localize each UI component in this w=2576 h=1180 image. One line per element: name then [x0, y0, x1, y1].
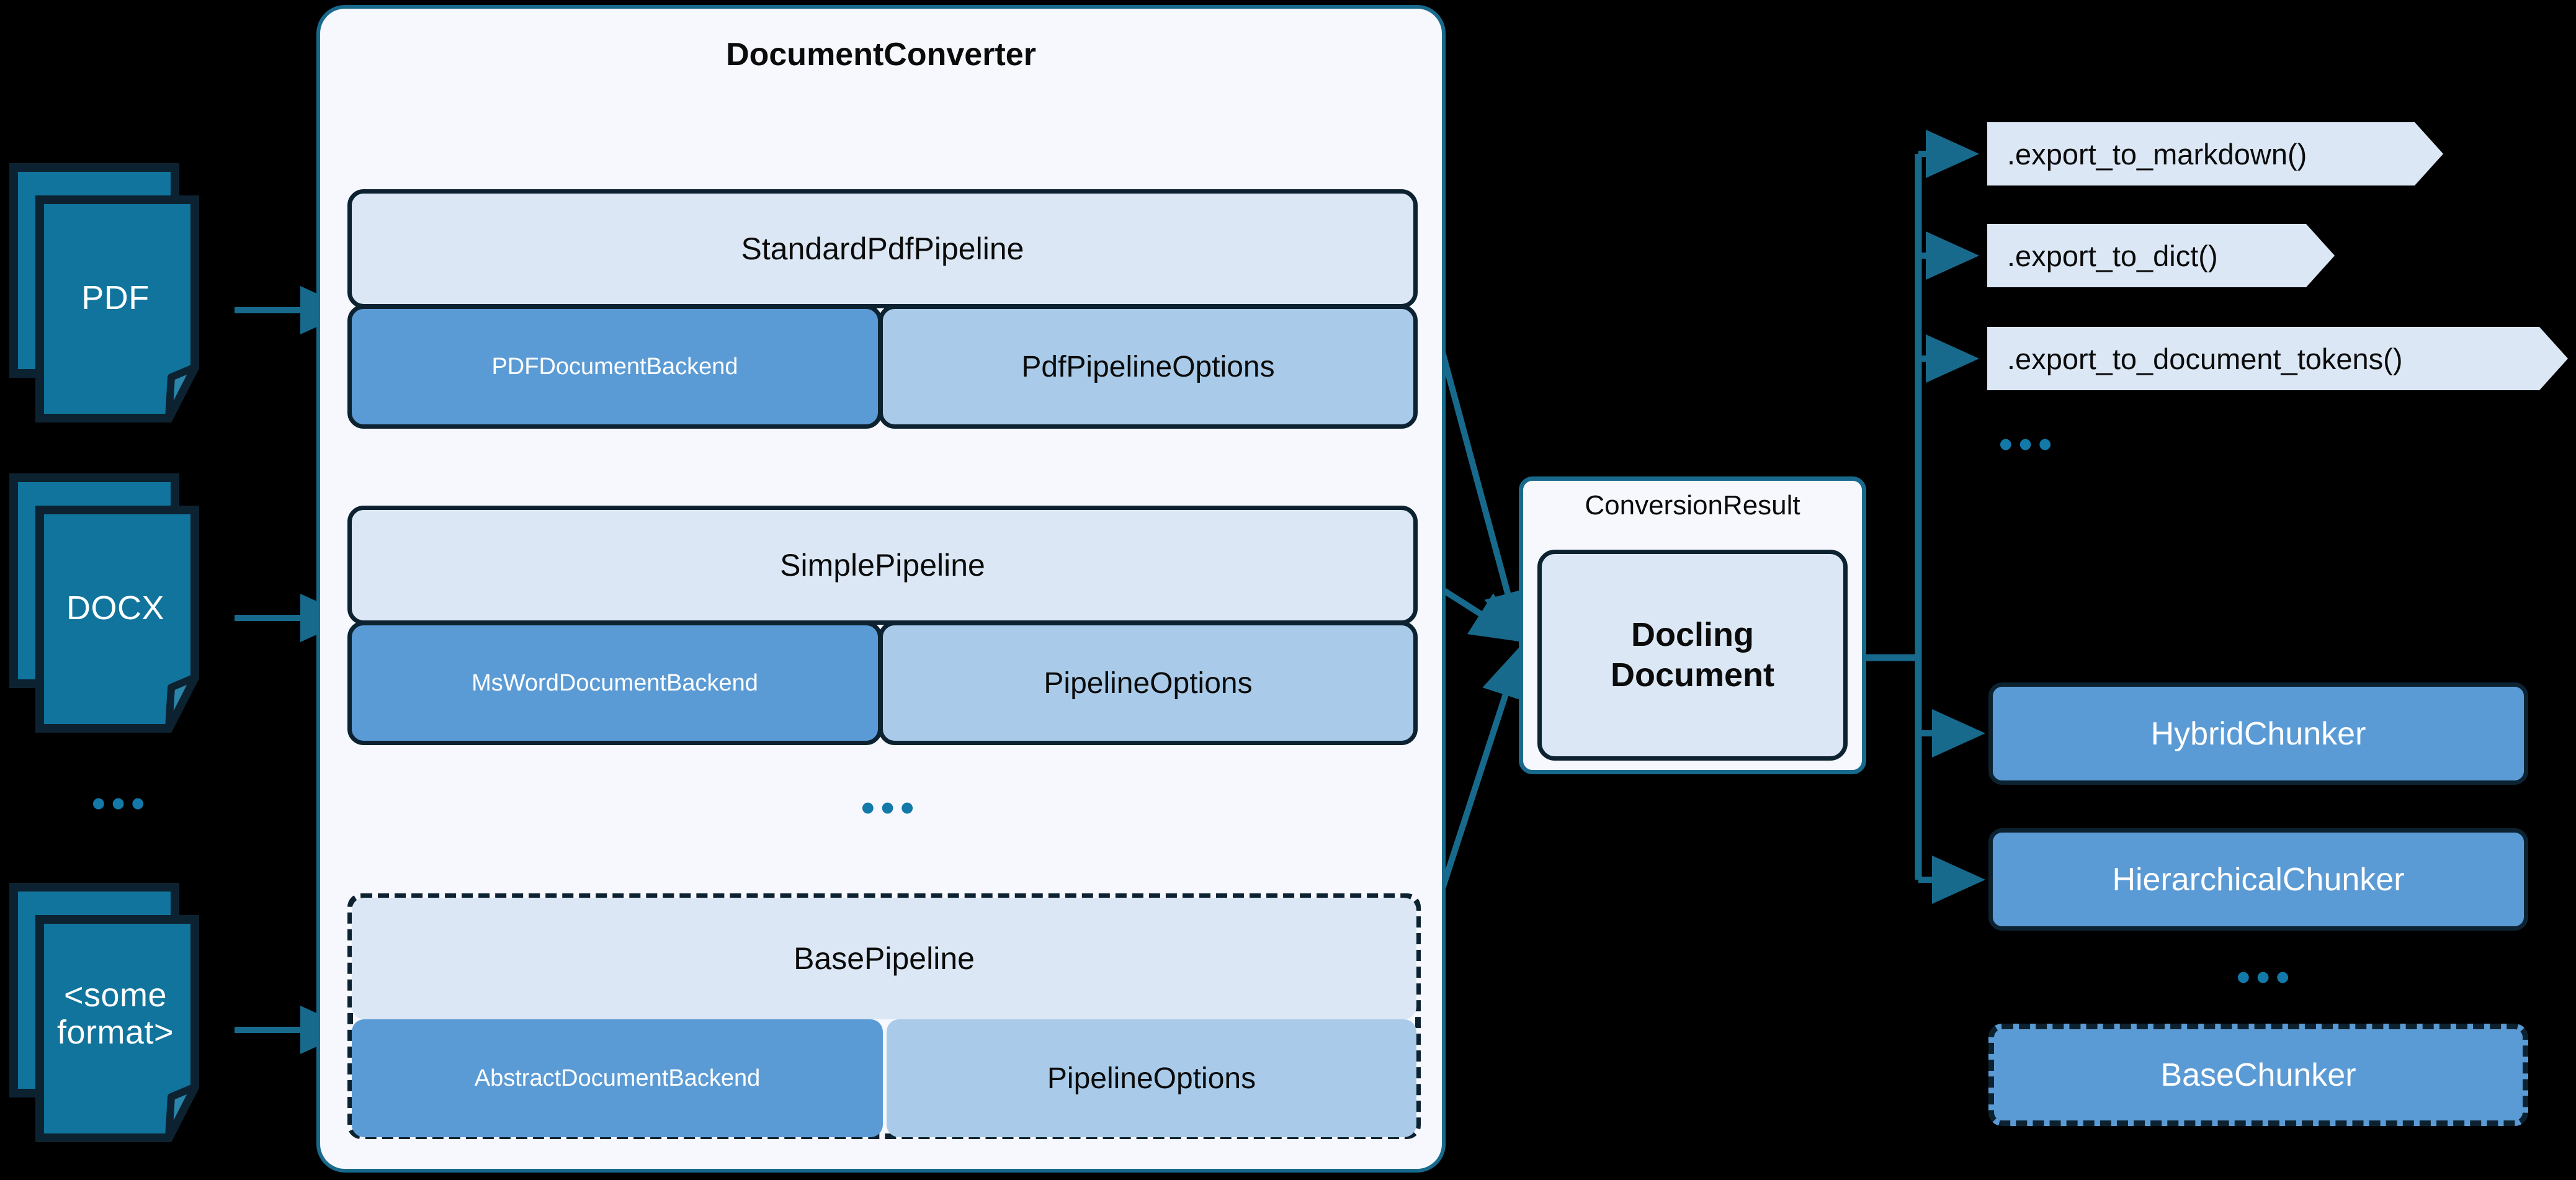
pipeline-backend-msworddocumentbackend[interactable]: MsWordDocumentBackend [347, 621, 882, 745]
pipeline-options-basepipelineoptions[interactable]: PipelineOptions [887, 1019, 1416, 1137]
export-chip-markdown[interactable]: .export_to_markdown() [1987, 122, 2443, 185]
exports-ellipsis: ••• [1999, 423, 2059, 466]
pipeline-group-simplepipeline: SimplePipeline MsWordDocumentBackend Pip… [347, 506, 1418, 745]
input-doc-docx: DOCX [9, 473, 239, 733]
pipelines-ellipsis: ••• [861, 787, 921, 829]
input-doc-pdf: PDF [9, 163, 239, 423]
conversion-result-label: ConversionResult [1585, 490, 1800, 521]
pipeline-header-basepipeline[interactable]: BasePipeline [352, 898, 1416, 1019]
pipeline-options-pdfpipelineoptions[interactable]: PdfPipelineOptions [879, 305, 1418, 429]
chunker-basechunker[interactable]: BaseChunker [1988, 1024, 2528, 1126]
chunker-hierarchicalchunker[interactable]: HierarchicalChunker [1988, 828, 2528, 931]
chunker-hybridchunker[interactable]: HybridChunker [1988, 682, 2528, 785]
docling-document-box[interactable]: Docling Document [1537, 550, 1848, 761]
input-doc-other-label: <some format> [56, 977, 174, 1052]
pipeline-backend-pdfdocumentbackend[interactable]: PDFDocumentBackend [347, 305, 882, 429]
export-chip-document-tokens[interactable]: .export_to_document_tokens() [1987, 327, 2568, 390]
input-doc-docx-label: DOCX [66, 589, 164, 627]
chunkers-ellipsis: ••• [2237, 956, 2296, 999]
input-docs-ellipsis: ••• [92, 782, 151, 825]
input-doc-other: <some format> [9, 882, 239, 1143]
pipeline-header-standardpdfpipeline[interactable]: StandardPdfPipeline [347, 189, 1418, 308]
pipeline-group-basepipeline: BasePipeline AbstractDocumentBackend Pip… [347, 893, 1421, 1139]
pipeline-group-standardpdfpipeline: StandardPdfPipeline PDFDocumentBackend P… [347, 189, 1418, 429]
pipeline-options-pipelineoptions[interactable]: PipelineOptions [879, 621, 1418, 745]
export-chip-dict[interactable]: .export_to_dict() [1987, 224, 2335, 287]
pipeline-backend-abstractdocumentbackend[interactable]: AbstractDocumentBackend [352, 1019, 883, 1137]
pipeline-header-simplepipeline[interactable]: SimplePipeline [347, 506, 1418, 625]
document-converter-title: DocumentConverter [726, 37, 1036, 73]
input-doc-pdf-label: PDF [81, 279, 150, 316]
